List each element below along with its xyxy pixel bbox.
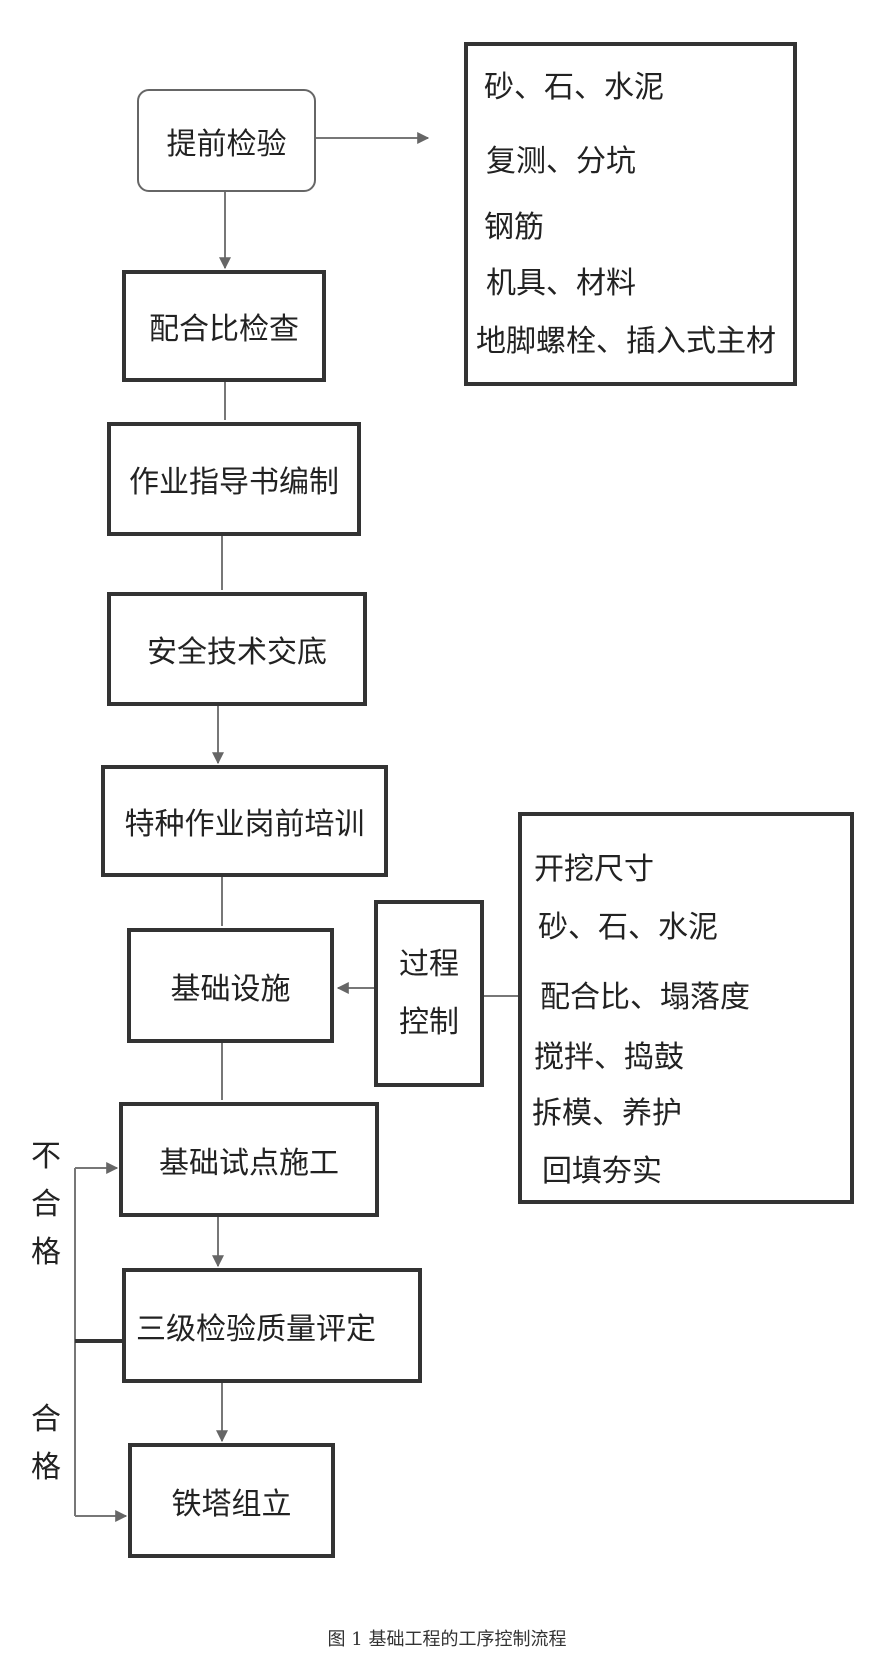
step-special-training-label: 特种作业岗前培训 bbox=[124, 807, 365, 842]
list-item: 机具、材料 bbox=[486, 266, 636, 301]
list-item: 钢筋 bbox=[484, 210, 544, 245]
pre-check-items-box: 砂、石、水泥 复测、分坑 钢筋 机具、材料 地脚螺栓、插入式主材 bbox=[464, 42, 797, 386]
step-mix-ratio-check: 配合比检查 bbox=[122, 270, 326, 382]
step-foundation-facility: 基础设施 bbox=[127, 928, 334, 1043]
list-item: 搅拌、捣鼓 bbox=[534, 1040, 684, 1075]
step-pilot-construction: 基础试点施工 bbox=[119, 1102, 379, 1217]
list-item: 砂、石、水泥 bbox=[484, 70, 664, 105]
step-safety-briefing: 安全技术交底 bbox=[107, 592, 367, 706]
fail-label: 不 合 格 bbox=[26, 1133, 66, 1277]
step-pre-check-label: 提前检验 bbox=[166, 126, 287, 162]
pass-label: 合 格 bbox=[26, 1396, 66, 1492]
step-work-guide: 作业指导书编制 bbox=[107, 422, 361, 536]
step-tower-erection-label: 铁塔组立 bbox=[171, 1486, 292, 1522]
process-control-items-box: 开挖尺寸 砂、石、水泥 配合比、塌落度 搅拌、捣鼓 拆模、养护 回填夯实 bbox=[518, 812, 854, 1204]
step-foundation-facility-label: 基础设施 bbox=[170, 971, 291, 1007]
step-tower-erection: 铁塔组立 bbox=[128, 1443, 335, 1558]
step-special-training: 特种作业岗前培训 bbox=[101, 765, 388, 877]
list-item: 地脚螺栓、插入式主材 bbox=[476, 324, 776, 359]
fail-label-char: 格 bbox=[31, 1235, 61, 1270]
list-item: 回填夯实 bbox=[542, 1154, 662, 1189]
process-control-label-line2: 控制 bbox=[399, 1004, 459, 1040]
step-pre-check: 提前检验 bbox=[137, 89, 316, 192]
step-quality-inspection: 三级检验质量评定 bbox=[122, 1268, 422, 1383]
pass-label-char: 格 bbox=[31, 1450, 61, 1485]
step-safety-briefing-label: 安全技术交底 bbox=[147, 635, 327, 670]
list-item: 配合比、塌落度 bbox=[540, 980, 750, 1015]
pass-label-char: 合 bbox=[31, 1402, 61, 1437]
step-mix-ratio-check-label: 配合比检查 bbox=[149, 312, 299, 347]
list-item: 砂、石、水泥 bbox=[538, 910, 718, 945]
step-pilot-construction-label: 基础试点施工 bbox=[159, 1145, 339, 1181]
process-control-label-line1: 过程 bbox=[399, 946, 459, 982]
list-item: 开挖尺寸 bbox=[534, 852, 654, 887]
figure-caption: 图 1 基础工程的工序控制流程 bbox=[327, 1629, 567, 1650]
step-work-guide-label: 作业指导书编制 bbox=[129, 465, 339, 500]
fail-label-char: 不 bbox=[31, 1139, 61, 1174]
fail-label-char: 合 bbox=[31, 1187, 61, 1222]
step-quality-inspection-label: 三级检验质量评定 bbox=[136, 1311, 376, 1347]
process-control-box: 过程 控制 bbox=[374, 900, 484, 1087]
list-item: 复测、分坑 bbox=[486, 144, 636, 179]
list-item: 拆模、养护 bbox=[532, 1096, 682, 1131]
